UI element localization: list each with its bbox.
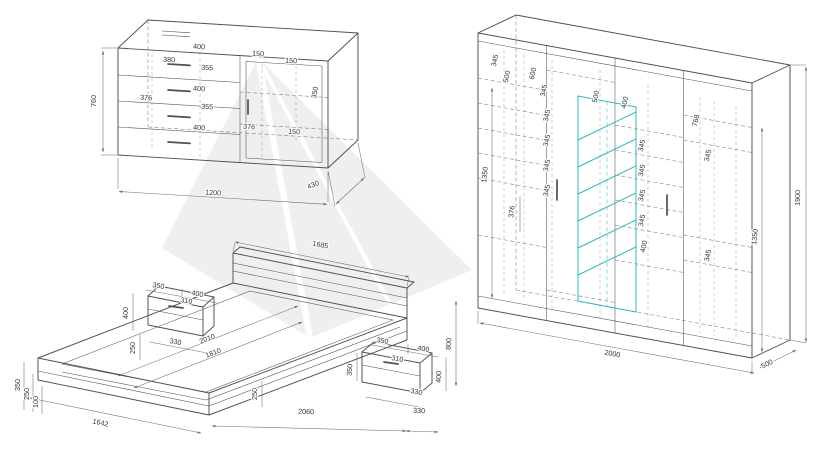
- dimension-label-dresser-4: 380: [163, 55, 175, 65]
- dimension-label-bed-4: 330: [169, 336, 182, 347]
- dimension-label-wardrobe-5: 400: [619, 96, 630, 110]
- dimension-label-wardrobe-7: 345: [541, 109, 552, 123]
- wardrobe-inner-dim-lines: [503, 50, 737, 338]
- dresser-extension-lines: [101, 47, 366, 207]
- nightstand-right-drawer-line: [361, 364, 421, 377]
- dimension-label-bed-14: 400: [434, 371, 444, 383]
- wardrobe-door-handles: [556, 179, 668, 216]
- dresser-drawer-handles: [167, 63, 249, 145]
- dimension-label-wardrobe-4: 500: [590, 90, 601, 104]
- dimension-label-bed-17: 350: [13, 379, 22, 391]
- dimension-label-wardrobe-11: 376: [506, 205, 516, 218]
- dimension-label-wardrobe-9: 345: [541, 159, 552, 173]
- wardrobe-drawing: [477, 14, 791, 359]
- dresser-dividers: [117, 30, 323, 163]
- dimension-label-bed-10: 400: [417, 343, 430, 354]
- dimension-label-wardrobe-10: 345: [541, 184, 552, 198]
- bed-total-length-dim: [211, 424, 407, 433]
- dimension-label-wardrobe-20: 1350: [749, 228, 759, 245]
- dimension-label-wardrobe-6: 768: [690, 114, 701, 128]
- dimension-label-wardrobe-17: 400: [638, 240, 649, 254]
- dimension-label-dresser-14: 150: [288, 127, 300, 137]
- dresser-inner-dim-lines: [151, 52, 297, 158]
- dimension-label-wardrobe-14: 345: [636, 164, 647, 178]
- dimension-label-wardrobe-16: 345: [636, 214, 647, 228]
- dimension-label-wardrobe-23: 500: [759, 357, 774, 370]
- dimension-label-bed-19: 100: [31, 396, 40, 408]
- dimension-label-bed-2: 400: [191, 288, 204, 299]
- nightstand-right-outline: [361, 341, 433, 394]
- dimension-label-wardrobe-21: 1900: [793, 190, 803, 206]
- nightstand-depth-dim: [405, 429, 439, 434]
- dresser-width-dim: [118, 190, 328, 206]
- dimension-label-dresser-1: 1200: [205, 188, 221, 198]
- wardrobe-dimension-lines: [477, 50, 808, 374]
- dimension-label-bed-6: 250: [128, 342, 137, 354]
- dimension-label-bed-3: 310: [180, 295, 193, 306]
- bed-labels: 1685350400310330400250201018103504003103…: [12, 238, 455, 430]
- dimension-label-dresser-10: 150: [252, 49, 264, 59]
- dimension-label-wardrobe-3: 345: [538, 84, 549, 98]
- bed-inner-length-dim: [133, 321, 303, 389]
- wardrobe-shelf-lines: [477, 15, 791, 341]
- dimension-label-bed-11: 310: [391, 353, 404, 364]
- dimension-label-wardrobe-0: 345: [489, 54, 500, 68]
- dimension-label-wardrobe-18: 345: [702, 149, 713, 163]
- dimension-label-bed-20: 1642: [92, 416, 110, 428]
- dimension-label-dresser-3: 400: [193, 42, 205, 52]
- wardrobe-extension-lines: [477, 64, 807, 374]
- dimension-label-wardrobe-19: 345: [702, 249, 713, 263]
- bed-dimension-lines: [23, 241, 458, 434]
- dimension-label-bed-9: 350: [376, 335, 389, 346]
- dimension-label-bed-0: 1685: [312, 239, 329, 251]
- dimension-label-bed-15: 800: [444, 338, 454, 350]
- dimension-label-bed-18: 250: [22, 388, 31, 400]
- wardrobe-dividers: [477, 40, 753, 347]
- dimension-label-bed-1: 350: [152, 280, 165, 291]
- dresser-labels: 760 1200 430 400 380 355 376 400 355 400 150 150 350…: [88, 41, 322, 199]
- wardrobe-width-dim: [479, 322, 755, 374]
- dimension-label-dresser-9: 400: [193, 123, 205, 133]
- dimension-label-wardrobe-2: 600: [527, 67, 538, 81]
- dimension-label-dresser-6: 376: [140, 93, 152, 103]
- dimension-label-dresser-13: 376: [243, 122, 255, 132]
- dimension-label-bed-12: 350: [345, 364, 355, 376]
- bed-width-dim: [29, 397, 202, 434]
- dimension-label-wardrobe-1: 500: [501, 70, 512, 84]
- dimension-label-wardrobe-8: 345: [541, 134, 552, 148]
- dimension-label-dresser-11: 150: [285, 56, 297, 66]
- dimension-label-bed-21: 2060: [298, 407, 314, 417]
- dimension-label-bed-13: 330: [410, 386, 423, 397]
- dimension-label-dresser-0: 760: [89, 95, 98, 107]
- dimension-label-bed-22: 330: [413, 406, 425, 415]
- dimension-label-dresser-2: 430: [306, 178, 320, 191]
- dimension-label-dresser-5: 355: [201, 63, 213, 73]
- nightstand-left-handle: [168, 305, 184, 309]
- dimension-label-wardrobe-13: 345: [636, 139, 647, 153]
- bed-headboard-dim: [234, 241, 410, 278]
- dimension-label-bed-8: 1810: [204, 346, 222, 360]
- wardrobe-depth-dim: [759, 349, 797, 369]
- dimension-label-bed-5: 400: [121, 307, 130, 319]
- dimension-label-dresser-8: 355: [201, 102, 213, 112]
- dresser-dimension-lines: [101, 47, 366, 207]
- dimension-label-bed-7: 2010: [198, 332, 216, 346]
- dimension-label-bed-16: 250: [250, 388, 259, 400]
- dimension-label-wardrobe-15: 345: [636, 189, 647, 203]
- dimension-label-wardrobe-22: 2000: [604, 348, 621, 360]
- nightstand-left-drawer-line: [147, 308, 204, 321]
- dresser-drawing: [117, 19, 359, 169]
- dresser-depth-dim: [335, 177, 365, 205]
- dimension-label-dresser-7: 400: [193, 84, 205, 94]
- dimension-label-wardrobe-12: 1350: [479, 166, 490, 183]
- dimension-label-dresser-12: 350: [309, 86, 320, 99]
- nightstand-right-handle: [383, 361, 399, 365]
